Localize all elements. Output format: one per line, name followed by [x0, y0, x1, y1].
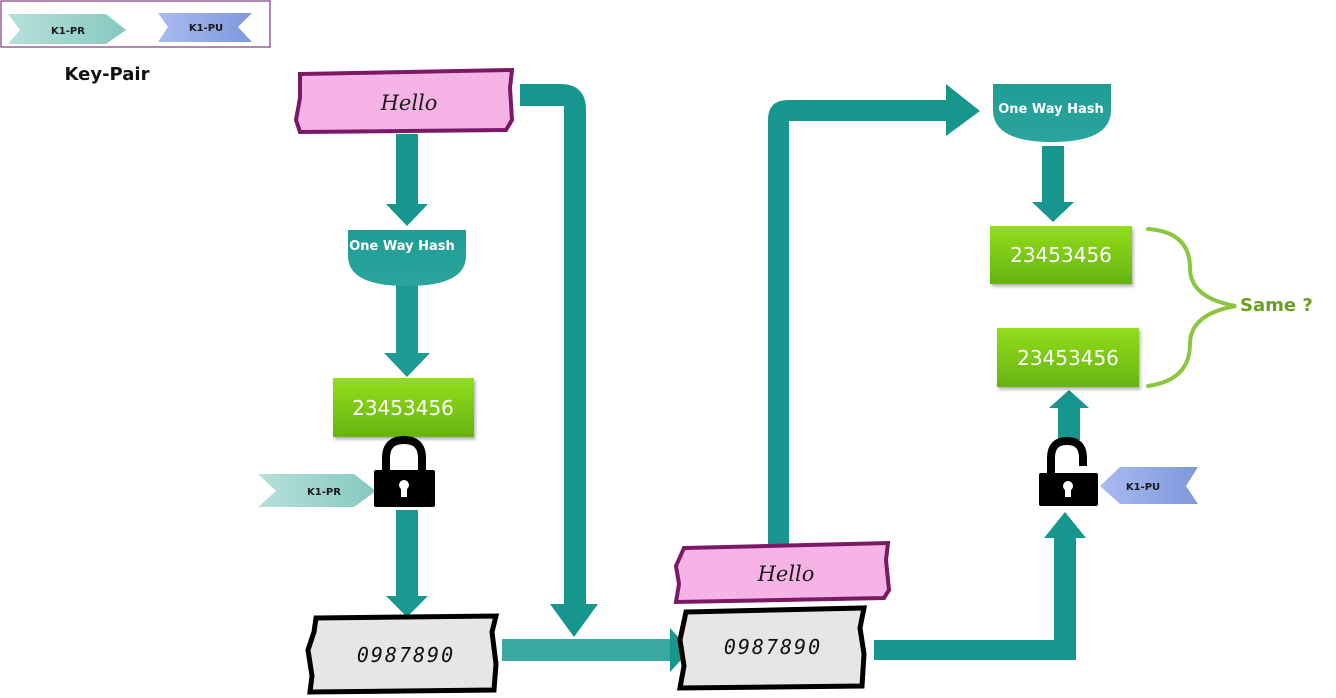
receiver-message-text: Hello [757, 562, 815, 586]
arrow-hash-to-computed-value [1032, 146, 1074, 222]
comparison-label: Same ? [1240, 295, 1313, 316]
sender-hash-label: One Way Hash [349, 239, 455, 254]
sender-private-key-icon: K1-PR [258, 474, 376, 507]
arrow-lock-to-signature [386, 510, 428, 617]
legend-private-key-label: K1-PR [51, 26, 85, 37]
sender-signature-box: 0987890 [305, 613, 500, 695]
arrow-unlock-to-decrypted-value [1049, 390, 1089, 440]
receiver-signature-box: 0987890 [676, 605, 868, 691]
arrow-signature-to-receiver [502, 628, 690, 672]
receiver-computed-hash-value: 23453456 [1010, 243, 1112, 267]
sender-hash-value: 23453456 [352, 396, 454, 420]
arrow-message-to-receiver [520, 84, 598, 637]
sender-message-box: Hello [293, 67, 515, 135]
arrow-hash-to-value [384, 285, 430, 377]
receiver-signature-text: 0987890 [724, 635, 822, 659]
legend-title: Key-Pair [65, 64, 150, 85]
legend-public-key-label: K1-PU [189, 23, 223, 34]
sender-signature-text: 0987890 [357, 643, 455, 667]
sender-hash-function: One Way Hash [348, 230, 466, 286]
receiver-hash-function: One Way Hash [993, 84, 1111, 142]
arrow-signature-to-unlock [874, 512, 1086, 660]
receiver-public-key-icon: K1-PU [1100, 467, 1198, 504]
legend-private-key-icon: K1-PR [8, 14, 126, 44]
sender-key-label: K1-PR [307, 487, 341, 498]
arrow-received-message-to-hash [768, 84, 980, 545]
key-pair-legend: K1-PR K1-PU Key-Pair [0, 0, 271, 85]
receiver-computed-hash-box: 23453456 [990, 226, 1132, 284]
sender-hash-value-box: 23453456 [333, 378, 474, 437]
receiver-message-box: Hello [673, 540, 892, 605]
receiver-key-label: K1-PU [1126, 482, 1160, 493]
legend-public-key-icon: K1-PU [158, 13, 252, 42]
receiver-decrypted-hash-value: 23453456 [1017, 346, 1119, 370]
padlock-open-icon [1039, 436, 1098, 506]
arrow-message-to-hash [386, 134, 428, 226]
receiver-decrypted-hash-box: 23453456 [997, 328, 1139, 387]
padlock-closed-icon [374, 435, 435, 507]
sender-message-text: Hello [380, 91, 438, 115]
flow-arrows [384, 84, 1089, 672]
comparison-brace: Same ? [1146, 227, 1313, 388]
receiver-hash-label: One Way Hash [998, 102, 1104, 117]
